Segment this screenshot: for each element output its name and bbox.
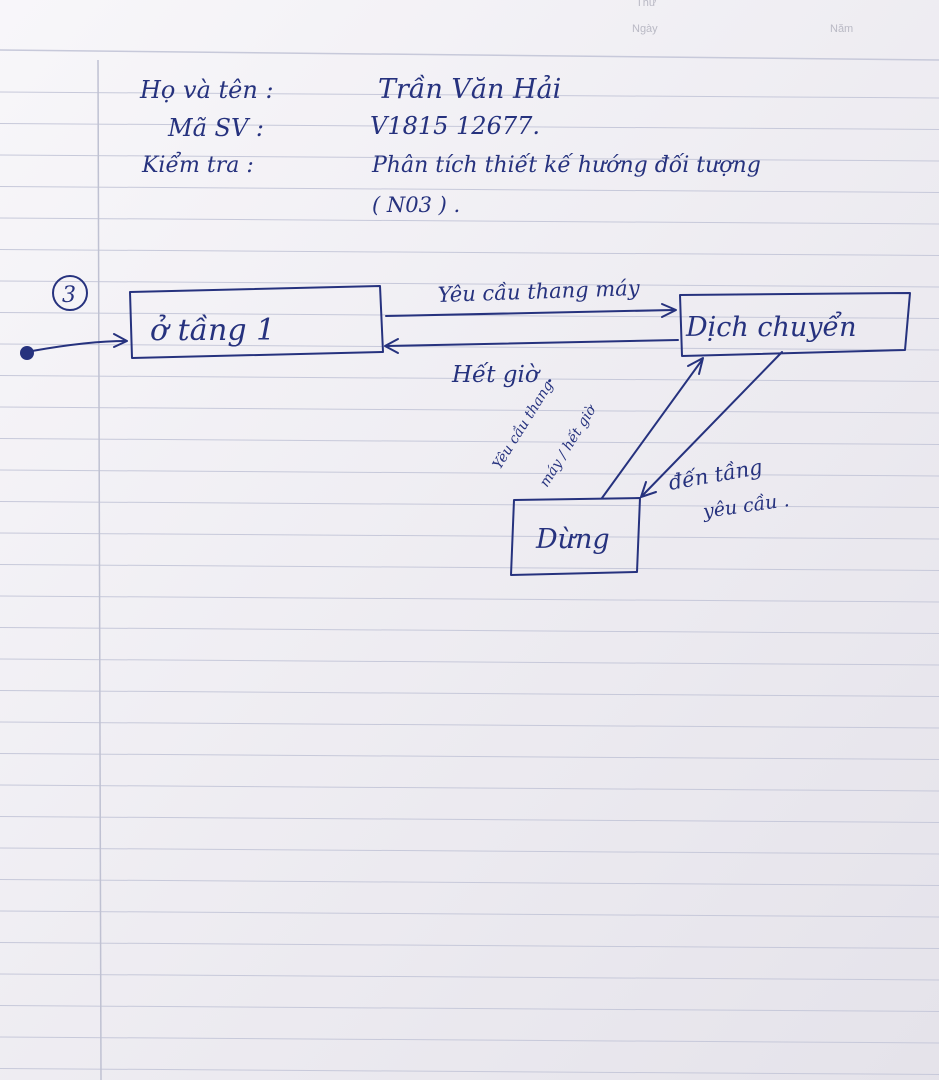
state-moving-box [679,292,911,357]
initial-state-dot [20,346,34,360]
exam-label: Kiểm tra : [141,150,254,178]
state-stopped-box [510,497,641,576]
ruled-line [0,1005,939,1012]
ruled-line [0,312,939,319]
ruled-line [0,501,939,508]
initial-transition-line [31,340,127,352]
ruled-line [0,438,939,445]
ruled-line [0,249,939,256]
ruled-line [0,816,939,823]
ruled-line [0,343,939,351]
ruled-line [0,753,939,760]
student-id-label: Mã SV : [167,114,264,142]
ruled-line [0,217,939,225]
ruled-line [0,123,939,130]
ruled-line [0,690,939,697]
ruled-line [0,942,939,949]
exam-value-line1: Phân tích thiết kế hướng đối tượng [371,152,761,178]
transition-request-arrowhead [661,303,677,318]
question-number: 3 [62,283,76,308]
transition-timeout-line [385,339,679,347]
header-nam: Năm [830,23,853,35]
name-value: Trần Văn Hải [378,73,561,105]
header-rule [0,49,939,61]
header-ngay: Ngày [632,23,658,35]
transition-timeout-label: Hết giờ . [451,362,553,388]
transition-arrive-line [641,351,783,497]
ruled-line [0,375,939,382]
state-moving-label: Dịch chuyển [685,310,857,343]
ruled-line [0,532,939,540]
ruled-line [0,847,939,855]
ruled-line [0,879,939,886]
state-stopped-label: Dừng [535,524,610,555]
ruled-line [0,627,939,634]
ruled-line [0,721,939,729]
state-floor1-box [129,285,384,359]
ruled-line [0,658,939,666]
ruled-line [0,595,939,603]
transition-request-line [385,309,675,317]
state-floor1-label: ở tầng 1 [150,313,275,348]
ruled-line [0,1036,939,1044]
ruled-line [0,154,939,162]
name-label: Họ và tên : [139,76,274,104]
transition-stopped-to-moving-line [601,359,703,499]
transition-arrive-arrowhead [640,481,657,498]
ruled-lines [0,49,939,1075]
margin-line [97,59,102,1080]
ruled-line [0,280,939,288]
ruled-line [0,91,939,99]
question-number-circle [52,275,88,311]
ruled-line [0,469,939,477]
ruled-line [0,1068,939,1075]
transition-stopped-to-moving-arrowhead [687,357,704,375]
initial-transition-arrowhead [113,333,128,348]
ruled-line [0,186,939,193]
transition-timeout-arrowhead [384,338,399,354]
header-thu: Thứ [636,0,657,9]
ruled-line [0,564,939,571]
ruled-line [0,973,939,981]
ruled-line [0,406,939,414]
ruled-line [0,784,939,792]
student-id-value: V1815 12677. [370,112,540,140]
exam-value-line2: ( N03 ) . [372,193,460,217]
ruled-line [0,910,939,918]
